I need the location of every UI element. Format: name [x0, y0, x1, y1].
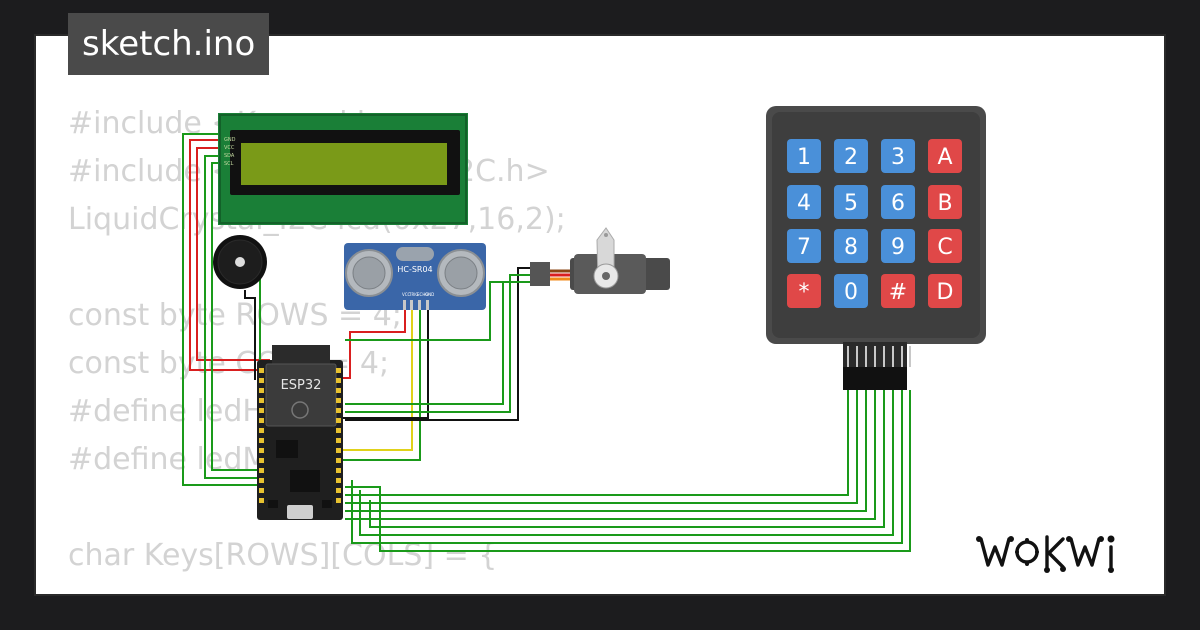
sensor-pin-label: ECHO [417, 292, 428, 297]
sensor-pin-label: GND [425, 292, 434, 297]
wire-keypad-6 [359, 390, 894, 536]
key-label: # [889, 280, 907, 305]
key-label: 7 [797, 235, 811, 260]
key-label: * [799, 280, 810, 305]
key-button[interactable] [928, 139, 962, 173]
wire-gnd [182, 133, 265, 486]
sensor-pin-label: TRIG [408, 292, 419, 297]
code-line: const byte ROWS = 4; [68, 298, 402, 333]
wire-vcc-2 [196, 147, 270, 361]
key-label: 6 [891, 191, 905, 216]
wire-buzzer-gnd [244, 290, 256, 380]
wires [182, 133, 911, 552]
esp32-label: ESP32 [281, 378, 322, 393]
wire-sensor-gnd [343, 310, 429, 419]
wokwi-logo [976, 535, 1115, 573]
key-button[interactable] [928, 229, 962, 263]
ultrasonic-sensor[interactable]: HC-SR04 VCC TRIG ECHO GND [344, 243, 486, 310]
lcd-pin-label: GND [224, 137, 236, 143]
key-button[interactable] [834, 139, 868, 173]
wire-sda [204, 155, 265, 479]
servo-motor[interactable] [530, 227, 670, 294]
wire-servo-vcc [345, 281, 530, 341]
key-button[interactable] [834, 274, 868, 308]
key-button[interactable] [881, 185, 915, 219]
key-label: 1 [797, 145, 811, 170]
code-line: char Keys[ROWS][COLS] = { [68, 538, 498, 573]
sensor-pin-label: VCC [402, 292, 411, 297]
wire-sensor-trig [343, 310, 413, 451]
key-label: 9 [891, 235, 905, 260]
wire-keypad-2 [345, 390, 858, 504]
key-button[interactable] [834, 229, 868, 263]
key-button[interactable] [787, 185, 821, 219]
key-label: D [937, 280, 954, 305]
key-label: 3 [891, 145, 905, 170]
wire-keypad-7 [351, 390, 903, 544]
lcd-pin-label: SDA [224, 153, 235, 159]
key-button[interactable] [787, 274, 821, 308]
wire-keypad-5 [369, 390, 885, 528]
key-button[interactable] [928, 274, 962, 308]
key-button[interactable] [881, 274, 915, 308]
wire-keypad-1 [345, 390, 849, 496]
esp32-board[interactable]: ESP32 [257, 345, 343, 520]
key-label: A [937, 145, 952, 170]
key-button[interactable] [881, 139, 915, 173]
wire-vcc [189, 139, 265, 371]
key-button[interactable] [881, 229, 915, 263]
wire-sensor-echo [343, 310, 421, 461]
lcd-display[interactable]: GND VCC SDA SCL [218, 113, 468, 225]
buzzer[interactable] [213, 235, 267, 289]
wire-servo-sig [345, 274, 530, 413]
key-label: 2 [844, 145, 858, 170]
key-label: 5 [844, 191, 858, 216]
key-button[interactable] [928, 185, 962, 219]
key-label: 0 [844, 280, 858, 305]
key-button[interactable] [787, 139, 821, 173]
key-label: C [937, 235, 952, 260]
wire-sensor-vcc [343, 310, 406, 379]
key-label: B [937, 191, 952, 216]
wire-keypad-8 [345, 390, 911, 552]
key-button[interactable] [787, 229, 821, 263]
keypad[interactable]: 1 2 3 A 4 5 6 B 7 8 9 C [766, 106, 986, 390]
wire-keypad-3 [345, 390, 867, 512]
key-button[interactable] [834, 185, 868, 219]
key-label: 8 [844, 235, 858, 260]
wire-servo-gnd [345, 267, 530, 421]
sensor-label: HC-SR04 [397, 265, 432, 274]
wire-scl [211, 162, 265, 471]
wire-keypad-4 [345, 390, 876, 520]
key-label: 4 [797, 191, 811, 216]
code-line: {'1','2','3','A'}, [68, 580, 608, 590]
lcd-pin-label: SCL [224, 161, 234, 167]
lcd-pin-label: VCC [224, 145, 235, 151]
file-tab[interactable]: sketch.ino [68, 13, 270, 75]
